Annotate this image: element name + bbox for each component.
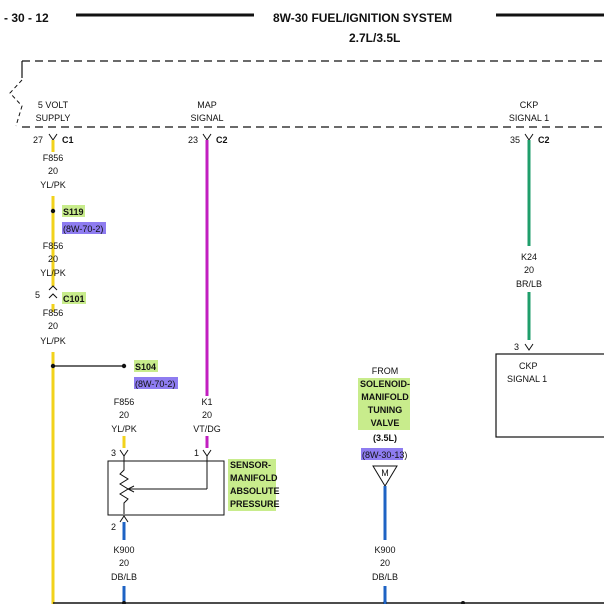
- svg-text:23: 23: [188, 135, 198, 145]
- page-subtitle: 2.7L/3.5L: [349, 31, 400, 45]
- pcm-map-signal-label: MAP: [197, 100, 217, 110]
- solenoid-label-highlight: [358, 378, 410, 430]
- wire-gauge-f856-3: 20: [48, 321, 58, 331]
- wire-gauge-f856-2: 20: [48, 254, 58, 264]
- pcm-5volt-supply-label: 5 VOLT: [38, 100, 69, 110]
- pin-3-map: 3: [111, 448, 116, 458]
- pcm-ckp-signal-label: CKP: [520, 100, 539, 110]
- solenoid-label-3: TUNING: [368, 405, 403, 415]
- pcm-boundary: [9, 60, 604, 128]
- wire-gauge-k1: 20: [202, 410, 212, 420]
- connector-c101: 5: [35, 285, 58, 300]
- pcm-map-signal-label-2: SIGNAL: [190, 113, 223, 123]
- from-label: FROM: [372, 366, 399, 376]
- ground-splice-1: [122, 601, 126, 604]
- splice-s119-dot: [50, 208, 56, 214]
- wire-color-k900-a: DB/LB: [111, 572, 137, 582]
- svg-text:27: 27: [33, 135, 43, 145]
- splice-s119-label: S119: [63, 207, 84, 217]
- wire-label-k24: K24: [521, 252, 537, 262]
- svg-text:C1: C1: [62, 135, 74, 145]
- wire-color-k24: BR/LB: [516, 279, 542, 289]
- ckp-sensor[interactable]: [495, 353, 604, 438]
- wire-color-f856-4: YL/PK: [111, 424, 137, 434]
- wire-label-k900-a: K900: [113, 545, 134, 555]
- wire-color-k1: VT/DG: [193, 424, 221, 434]
- splice-s104-dot: [121, 363, 127, 369]
- solenoid-label: SOLENOID-: [360, 379, 410, 389]
- engine-note: (3.5L): [373, 433, 397, 443]
- wire-gauge-k900-b: 20: [380, 558, 390, 568]
- connector-c101-highlight: [62, 292, 86, 304]
- ckp-sensor-label-2: SIGNAL 1: [507, 374, 547, 384]
- wire-label-f856-3: F856: [43, 308, 64, 318]
- splice-s119-highlight: [62, 205, 85, 217]
- wire-gauge-f856-4: 20: [119, 410, 129, 420]
- page-title: 8W-30 FUEL/IGNITION SYSTEM: [273, 11, 452, 25]
- splice-s104-label: S104: [135, 362, 156, 372]
- map-sensor-label-3: ABSOLUTE: [230, 486, 280, 496]
- map-sensor-label-2: MANIFOLD: [230, 473, 278, 483]
- wire-color-f856-3: YL/PK: [40, 336, 66, 346]
- svg-text:C2: C2: [538, 135, 550, 145]
- splice-s119-ref-link[interactable]: (8W-70-2): [63, 224, 103, 234]
- solenoid-ref-link[interactable]: (8W-30-13): [362, 450, 407, 460]
- map-sensor-label: SENSOR-: [230, 460, 271, 470]
- wire-label-f856-2: F856: [43, 241, 64, 251]
- ref-s104-highlight: [134, 377, 178, 389]
- m-marker-label: M: [381, 468, 389, 478]
- m-marker: M: [372, 465, 398, 487]
- solenoid-label-2: MANIFOLD: [361, 392, 409, 402]
- wire-label-k900-b: K900: [374, 545, 395, 555]
- svg-text:C2: C2: [216, 135, 228, 145]
- pin-3-ckp-connector: [524, 343, 534, 351]
- svg-text:35: 35: [510, 135, 520, 145]
- wire-gauge-k900-a: 20: [119, 558, 129, 568]
- pin-2-map: 2: [111, 522, 116, 532]
- pcm-ckp-signal-label-2: SIGNAL 1: [509, 113, 549, 123]
- solenoid-label-4: VALVE: [371, 418, 400, 428]
- wire-label-f856-4: F856: [114, 397, 135, 407]
- pcm-5volt-supply-label-2: SUPPLY: [36, 113, 71, 123]
- wire-label-k1: K1: [201, 397, 212, 407]
- wire-label-f856-1: F856: [43, 153, 64, 163]
- map-sensor-label-highlight: [228, 459, 276, 511]
- solenoid-ref-highlight: [361, 448, 403, 460]
- svg-text:5: 5: [35, 290, 40, 300]
- ref-s119-highlight: [62, 222, 106, 234]
- wire-color-f856-2: YL/PK: [40, 268, 66, 278]
- connector-c101-label: C101: [63, 294, 85, 304]
- wire-gauge-f856-1: 20: [48, 166, 58, 176]
- wire-gauge-k24: 20: [524, 265, 534, 275]
- ground-splice-3: [461, 601, 465, 604]
- page-number: - 30 - 12: [4, 11, 49, 25]
- splice-s104-ref-link[interactable]: (8W-70-2): [135, 379, 175, 389]
- wire-color-k900-b: DB/LB: [372, 572, 398, 582]
- map-sensor[interactable]: [107, 449, 225, 523]
- splice-s104-highlight: [134, 360, 158, 372]
- map-sensor-label-4: PRESSURE: [230, 499, 280, 509]
- ckp-sensor-label: CKP: [519, 361, 538, 371]
- wire-color-f856-1: YL/PK: [40, 180, 66, 190]
- pin-1-map: 1: [194, 448, 199, 458]
- pin-3-ckp: 3: [514, 342, 519, 352]
